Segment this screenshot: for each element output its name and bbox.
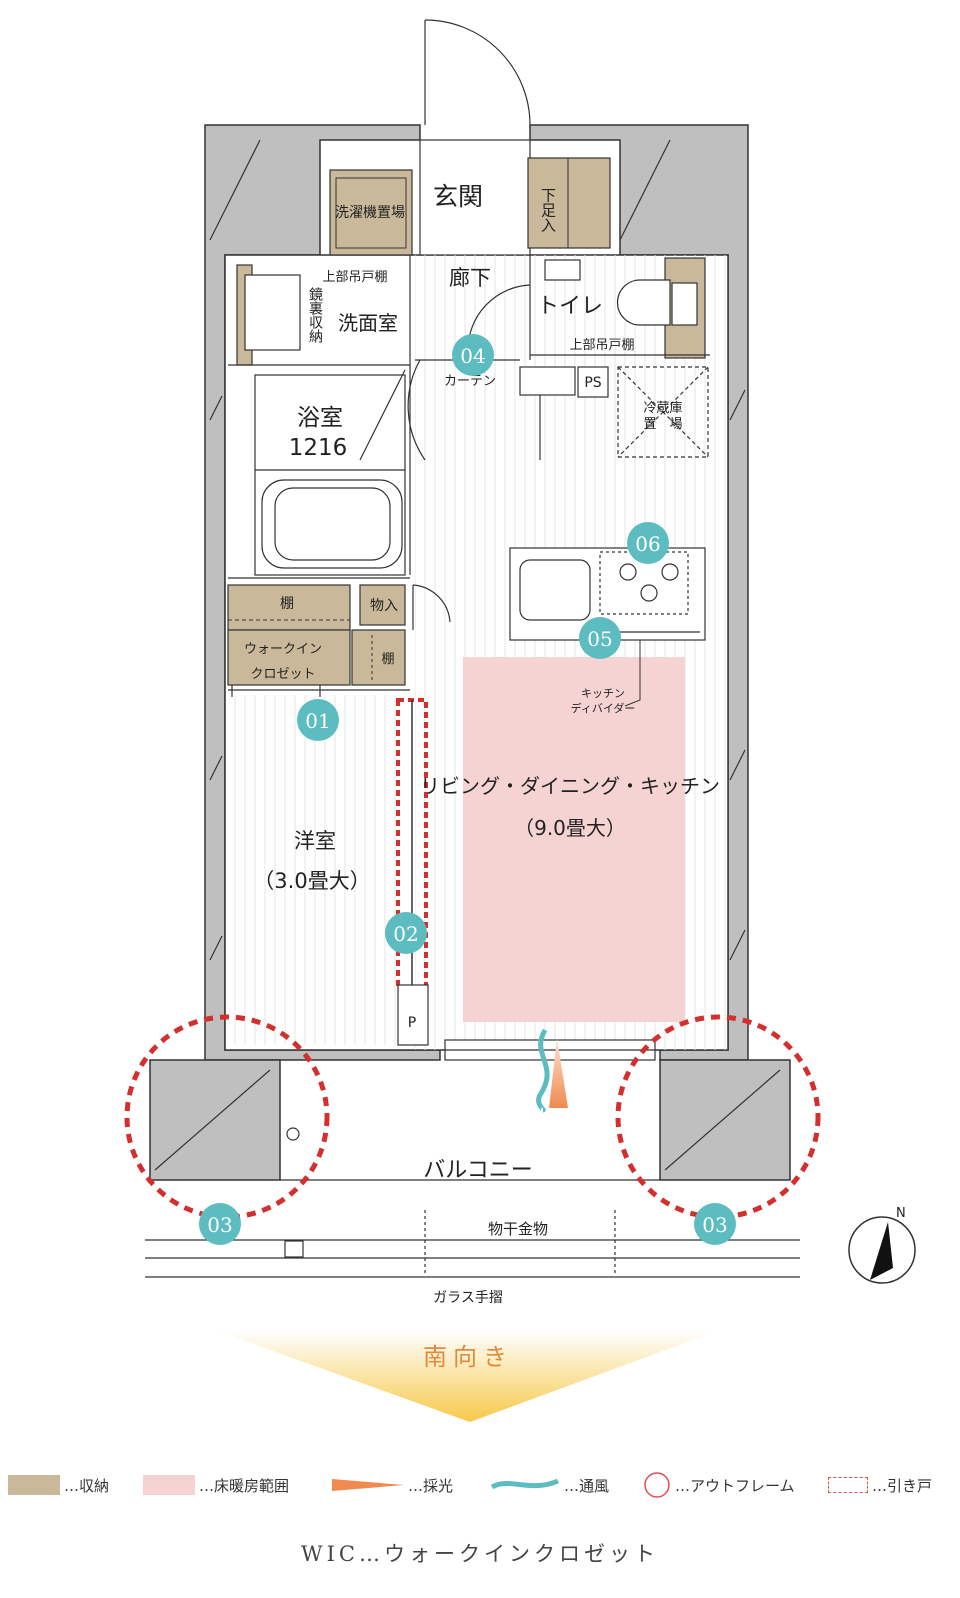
label-shoe-storage: 下足入 bbox=[539, 188, 557, 233]
floor-heating-swatch bbox=[143, 1475, 195, 1495]
floor-heating-area bbox=[463, 657, 685, 1022]
legend-label: …採光 bbox=[408, 1476, 454, 1495]
label-wic-1: ウォークイン bbox=[244, 642, 322, 657]
wall-hatch bbox=[154, 139, 781, 1171]
marker-01-label: 01 bbox=[305, 709, 330, 733]
outframe-swatch bbox=[644, 1472, 670, 1498]
south-arrow bbox=[215, 1330, 720, 1422]
label-fridge-2: 置 場 bbox=[643, 417, 682, 432]
label-ps: PS bbox=[584, 375, 601, 391]
label-bathroom-size: 1216 bbox=[289, 435, 348, 461]
label-shelf-2: 棚 bbox=[381, 652, 394, 667]
label-upper-cabinet-2: 上部吊戸棚 bbox=[569, 338, 634, 353]
label-washroom: 洗面室 bbox=[338, 311, 398, 335]
label-balcony: バルコニー bbox=[423, 1158, 533, 1183]
legend-item-sliding-door: …引き戸 bbox=[828, 1465, 932, 1505]
marker-06: 06 bbox=[627, 522, 669, 564]
marker-01: 01 bbox=[297, 699, 339, 741]
legend-label: …床暖房範囲 bbox=[199, 1476, 290, 1495]
label-wic-2: クロゼット bbox=[250, 667, 315, 682]
marker-04: 04 bbox=[452, 334, 494, 376]
sliding-door-swatch bbox=[828, 1477, 868, 1493]
label-upper-cabinet-1: 上部吊戸棚 bbox=[322, 270, 387, 285]
label-entrance: 玄関 bbox=[433, 182, 483, 211]
legend-label: …引き戸 bbox=[872, 1476, 933, 1495]
legend-label: …アウトフレーム bbox=[675, 1476, 795, 1495]
label-fridge-1: 冷蔵庫 bbox=[643, 401, 682, 416]
outframe-left bbox=[124, 1014, 330, 1220]
legend-item-floor-heating: …床暖房範囲 bbox=[143, 1465, 289, 1505]
entrance-door bbox=[424, 19, 531, 126]
entrance-floor bbox=[419, 139, 531, 256]
label-western-room-size: （3.0畳大） bbox=[253, 869, 370, 893]
legend-item-outframe: …アウトフレーム bbox=[643, 1465, 795, 1505]
lighting-swatch bbox=[332, 1479, 404, 1491]
label-pipe: P bbox=[408, 1015, 416, 1031]
label-divider-1: キッチン bbox=[581, 687, 625, 700]
western-room-partition bbox=[228, 685, 410, 697]
storage-details bbox=[228, 158, 569, 680]
footnote: WIC…ウォークインクロゼット bbox=[301, 1542, 659, 1566]
label-storage: 物入 bbox=[370, 598, 398, 614]
marker-05: 05 bbox=[579, 617, 621, 659]
label-curtain-box: カーテン bbox=[444, 374, 496, 389]
legend: …収納 …床暖房範囲 …採光 …通風 …アウトフレーム …引き戸 bbox=[0, 1465, 960, 1505]
legend-item-storage: …収納 bbox=[8, 1465, 109, 1505]
storage-swatch bbox=[8, 1475, 60, 1495]
balcony bbox=[145, 1127, 800, 1278]
label-divider-2: ディバイダー bbox=[571, 701, 636, 715]
divider-leader bbox=[624, 640, 641, 707]
label-bathroom: 浴室 bbox=[297, 405, 343, 431]
label-mirror-storage: 鏡裏収納 bbox=[307, 287, 323, 344]
marker-05-label: 05 bbox=[587, 627, 612, 651]
label-toilet: トイレ bbox=[537, 294, 603, 319]
label-shelf-1: 棚 bbox=[280, 596, 294, 612]
marker-03-left: 03 bbox=[199, 1203, 241, 1245]
service-fixtures bbox=[519, 366, 709, 460]
legend-label: …収納 bbox=[64, 1476, 110, 1495]
legend-label: …通風 bbox=[564, 1476, 610, 1495]
marker-03-left-label: 03 bbox=[207, 1213, 232, 1237]
marker-03-right: 03 bbox=[694, 1203, 736, 1245]
legend-item-lighting: …採光 bbox=[332, 1465, 453, 1505]
marker-04-label: 04 bbox=[460, 344, 485, 368]
compass-north-icon bbox=[870, 1222, 893, 1280]
marker-06-label: 06 bbox=[635, 532, 660, 556]
compass: N bbox=[848, 1206, 916, 1284]
label-ldk-size: （9.0畳大） bbox=[514, 816, 626, 840]
western-room-flooring bbox=[228, 695, 396, 1045]
label-washer-space: 洗濯機置場 bbox=[335, 205, 405, 221]
label-hallway: 廊下 bbox=[449, 266, 491, 290]
label-laundry-rail: 物干金物 bbox=[488, 1220, 548, 1238]
compass-label: N bbox=[896, 1206, 906, 1221]
storage-door bbox=[412, 584, 451, 630]
marker-02: 02 bbox=[385, 912, 427, 954]
label-glass-railing: ガラス手摺 bbox=[433, 1290, 503, 1306]
label-ldk: リビング・ダイニング・キッチン bbox=[420, 774, 720, 798]
outframe-right bbox=[615, 1014, 821, 1220]
lighting-indicator bbox=[549, 1038, 568, 1108]
marker-02-label: 02 bbox=[393, 922, 418, 946]
toilet-fixtures bbox=[467, 255, 710, 360]
window bbox=[444, 1039, 656, 1061]
wet-area-fixtures bbox=[228, 255, 520, 579]
marker-03-right-label: 03 bbox=[702, 1213, 727, 1237]
label-south-facing: 南向き bbox=[423, 1343, 513, 1371]
legend-item-ventilation: …通風 bbox=[490, 1465, 609, 1505]
floor-plan: 玄関 下足入 洗濯機置場 上部吊戸棚 鏡裏収納 洗面室 廊下 トイレ 上部吊戸棚… bbox=[124, 19, 916, 1422]
ventilation-swatch bbox=[490, 1478, 559, 1490]
label-western-room: 洋室 bbox=[294, 829, 336, 853]
